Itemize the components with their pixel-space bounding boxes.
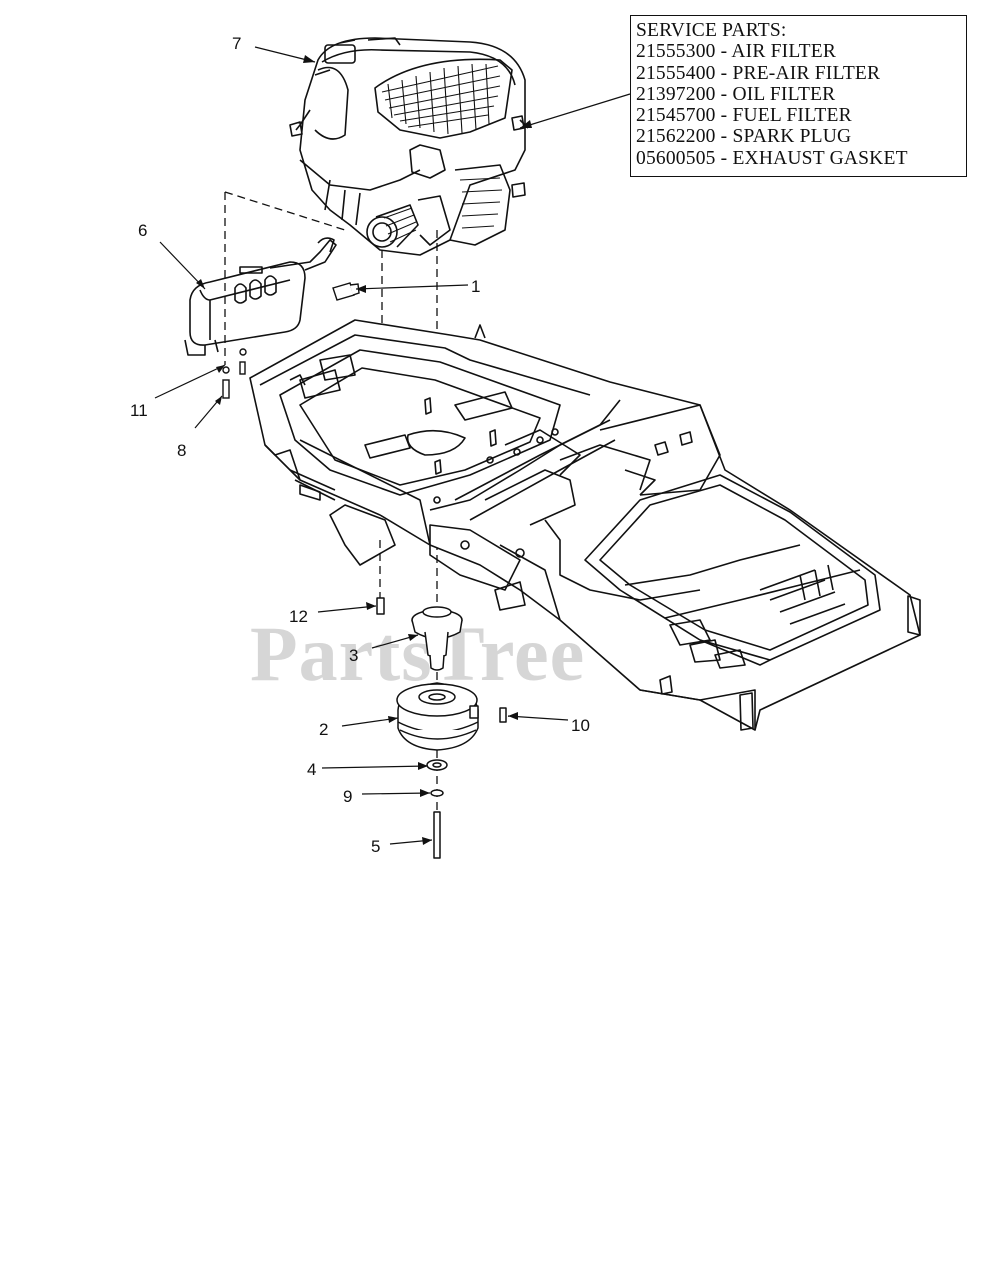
service-part-fuel-filter: 21545700 - FUEL FILTER <box>636 105 852 127</box>
callout-3: 3 <box>349 646 358 665</box>
service-part-pre-air-filter: 21555400 - PRE-AIR FILTER <box>636 62 881 84</box>
callout-1: 1 <box>471 277 480 296</box>
callout-9: 9 <box>343 787 352 806</box>
callout-7: 7 <box>232 34 241 53</box>
frame-drawing <box>249 319 921 731</box>
service-parts-title: SERVICE PARTS: <box>636 20 787 41</box>
muffler-drawing <box>184 237 337 356</box>
callout-11: 11 <box>130 401 148 420</box>
clutch-drawing <box>376 597 507 859</box>
pin-10-shape <box>499 707 507 723</box>
service-part-air-filter: 21555300 - AIR FILTER <box>636 41 837 63</box>
spark-plug-drawing <box>332 282 360 301</box>
callout-6: 6 <box>138 221 147 240</box>
service-part-spark-plug: 21562200 - SPARK PLUG <box>636 126 852 148</box>
callout-labels: 7 6 1 11 8 12 3 2 10 4 9 5 <box>130 34 590 856</box>
callout-12: 12 <box>289 607 308 626</box>
callout-5: 5 <box>371 837 380 856</box>
callout-8: 8 <box>177 441 186 460</box>
callout-10: 10 <box>571 716 590 735</box>
leader-arrowheads <box>196 55 532 845</box>
bolt-12-shape <box>376 597 385 615</box>
callout-2: 2 <box>319 720 328 739</box>
service-part-oil-filter: 21397200 - OIL FILTER <box>636 83 836 105</box>
service-part-exhaust-gasket: 05600505 - EXHAUST GASKET <box>636 147 908 169</box>
engine-drawing <box>289 37 529 256</box>
callout-4: 4 <box>307 760 316 779</box>
muffler-hardware <box>222 348 247 399</box>
service-parts-box: SERVICE PARTS: 21555300 - AIR FILTER 215… <box>630 15 967 177</box>
